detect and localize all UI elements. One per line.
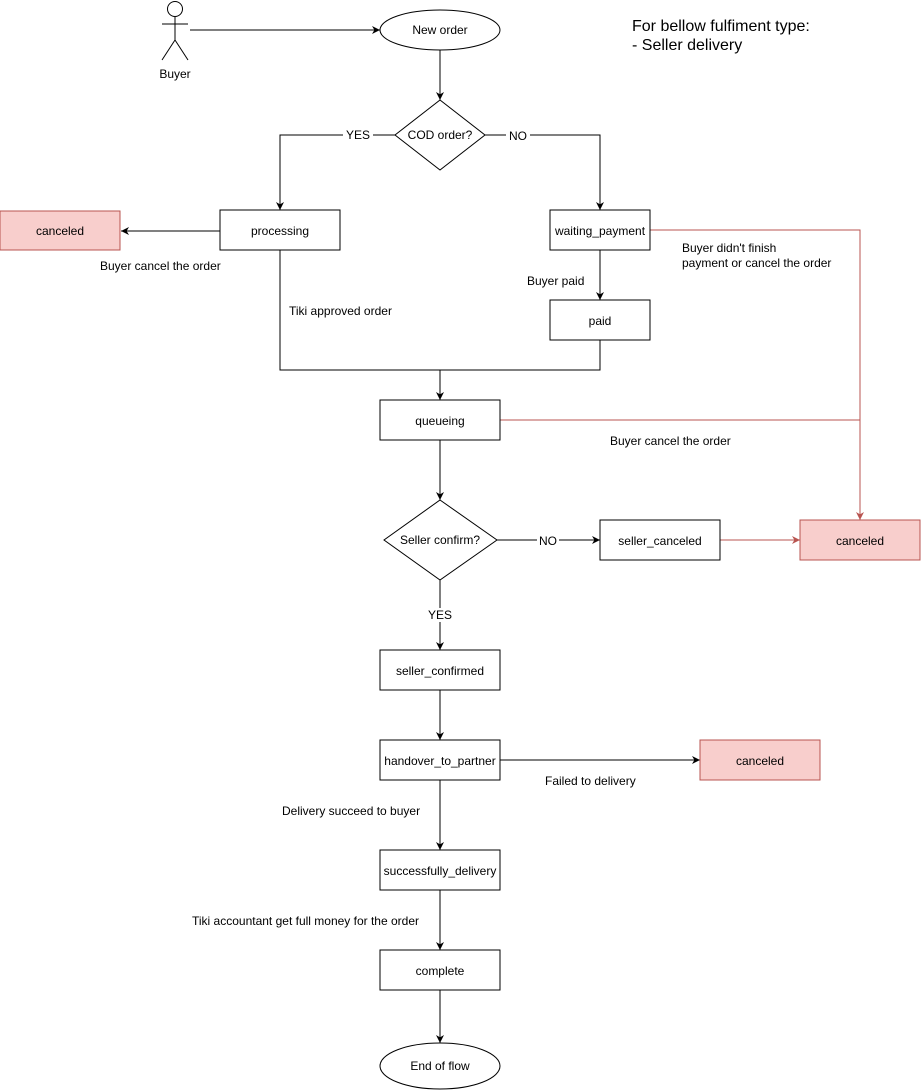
edge-cod-yes [276, 134, 395, 210]
node-complete: complete [379, 949, 501, 991]
buyer-actor-icon [161, 1, 189, 61]
node-new-order: New order [379, 9, 501, 51]
cod-no-label: NO [509, 129, 527, 143]
node-queueing: queueing [379, 399, 501, 441]
buyer-cancel-queueing-label: Buyer cancel the order [610, 434, 731, 448]
node-seller-confirmed-label: seller_confirmed [396, 664, 484, 678]
node-handover-to-partner: handover_to_partner [379, 739, 501, 781]
node-seller-confirm-label: Seller confirm? [400, 533, 480, 547]
node-waiting-payment: waiting_payment [549, 209, 651, 251]
confirm-yes-label: YES [428, 608, 452, 622]
tiki-approved-label: Tiki approved order [289, 304, 392, 318]
edge-processing-to-merge [279, 250, 440, 371]
delivery-succeed-label: Delivery succeed to buyer [282, 804, 420, 818]
node-cod-order-label: COD order? [408, 128, 473, 142]
node-canceled-delivery: canceled [699, 739, 821, 781]
node-processing: processing [219, 209, 341, 251]
node-end-of-flow-label: End of flow [410, 1059, 470, 1073]
node-canceled-right: canceled [799, 519, 921, 561]
node-seller-canceled: seller_canceled [599, 519, 721, 561]
node-paid: paid [549, 299, 651, 341]
buyer-paid-label: Buyer paid [527, 274, 584, 288]
edge-waiting-to-canceled [650, 229, 864, 520]
buyer-didnt-finish-label-1: Buyer didn't finish [682, 241, 776, 255]
edge-paid-to-merge [440, 340, 601, 371]
node-successfully-delivery: successfully_delivery [379, 849, 501, 891]
edge-cod-no [485, 134, 604, 210]
cod-yes-label: YES [346, 128, 370, 142]
node-seller-confirm-decision: Seller confirm? [383, 499, 498, 581]
node-complete-label: complete [416, 964, 465, 978]
red-edges [500, 229, 864, 544]
node-new-order-label: New order [412, 23, 467, 37]
accountant-money-label: Tiki accountant get full money for the o… [192, 914, 419, 928]
node-canceled-left-label: canceled [36, 224, 84, 238]
node-canceled-right-label: canceled [836, 534, 884, 548]
buyer-cancel-processing-label: Buyer cancel the order [100, 259, 221, 273]
node-handover-to-partner-label: handover_to_partner [384, 754, 495, 768]
node-canceled-delivery-label: canceled [736, 754, 784, 768]
fulfilment-note-line-1: For bellow fulfiment type: [632, 18, 810, 35]
node-end-of-flow: End of flow [379, 1042, 501, 1090]
fulfilment-note-line-2: - Seller delivery [632, 37, 742, 54]
node-paid-label: paid [589, 314, 612, 328]
buyer-didnt-finish-label-2: payment or cancel the order [682, 256, 831, 270]
buyer-actor-label: Buyer [159, 67, 190, 81]
node-processing-label: processing [251, 224, 309, 238]
node-waiting-payment-label: waiting_payment [554, 224, 646, 238]
node-successfully-delivery-label: successfully_delivery [384, 864, 497, 878]
node-seller-canceled-label: seller_canceled [618, 534, 701, 548]
failed-delivery-label: Failed to delivery [545, 774, 636, 788]
node-queueing-label: queueing [415, 414, 464, 428]
node-cod-order-decision: COD order? [394, 99, 486, 171]
node-canceled-left: canceled [0, 210, 121, 251]
node-seller-confirmed: seller_confirmed [379, 649, 501, 691]
confirm-no-label: NO [539, 534, 557, 548]
